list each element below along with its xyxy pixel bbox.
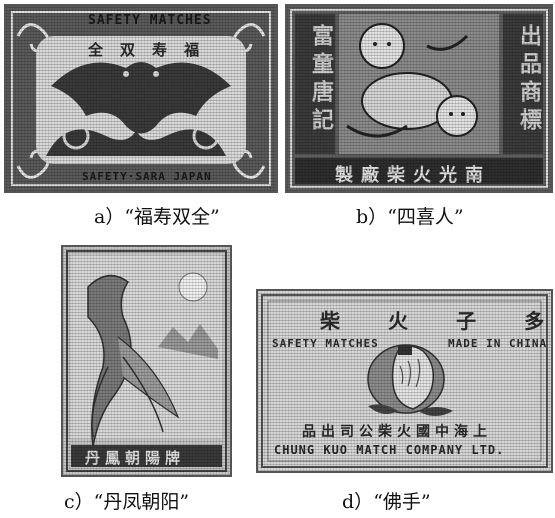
label-d-bottom-text: CHUNG KUO MATCH COMPANY LTD. <box>274 443 505 457</box>
caption-c-letter: c <box>64 491 75 513</box>
label-c-bottom-banner: 丹鳳朝陽牌 <box>85 449 186 467</box>
danfeng-chaoyang-artwork <box>66 250 227 472</box>
matchbox-label-a: SAFETY MATCHES 全 双 寿 福 SAFETY·SARA JAPAN <box>4 4 278 193</box>
caption-c: c）“丹凤朝阳” <box>64 491 190 513</box>
caption-d-letter: d <box>342 491 355 513</box>
caption-d-title: “佛手” <box>373 491 431 513</box>
label-d-top-chars: 柴 火 子 多 <box>320 309 553 333</box>
label-b-right-column: 出品商標 <box>516 24 541 136</box>
caption-b-letter: b <box>356 206 369 228</box>
matchbox-label-b: 富童唐記 出品商標 南光火柴廠製 <box>285 4 553 193</box>
matchbox-label-d: 柴 火 子 多 SAFETY MATCHES MADE IN CHINA 上海中… <box>256 289 553 473</box>
label-a-bottom-text: SAFETY·SARA JAPAN <box>82 170 212 183</box>
caption-c-title: “丹凤朝阳” <box>93 491 190 513</box>
label-d-left-text: SAFETY MATCHES <box>272 337 379 350</box>
foshou-artwork <box>261 294 548 468</box>
label-a-title-chars: 全 双 寿 福 <box>88 41 204 59</box>
label-a-top-text: SAFETY MATCHES <box>88 13 212 28</box>
caption-a: a）“福寿双全” <box>94 206 220 228</box>
fushou-shuangquan-artwork <box>11 11 271 186</box>
caption-a-title: “福寿双全” <box>124 206 220 228</box>
matchbox-label-c: 丹鳳朝陽牌 <box>61 245 232 477</box>
label-d-right-text: MADE IN CHINA <box>448 337 548 350</box>
label-b-left-column: 富童唐記 <box>308 24 333 136</box>
caption-b-title: “四喜人” <box>387 206 464 228</box>
label-d-bottom-chars: 上海中國火柴公司出品 <box>302 424 492 440</box>
caption-b: b）“四喜人” <box>356 206 464 228</box>
caption-d: d）“佛手” <box>342 491 431 513</box>
sixi-ren-artwork <box>290 9 548 188</box>
caption-a-letter: a <box>94 206 106 228</box>
label-b-bottom-banner: 南光火柴廠製 <box>335 165 491 186</box>
